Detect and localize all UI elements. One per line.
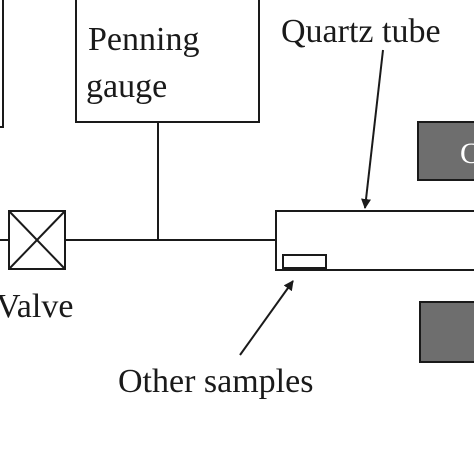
valve-icon [8, 210, 66, 270]
quartz-tube-arrow [361, 49, 384, 209]
furnace-block-bottom [419, 301, 474, 363]
furnace-glyph: C [460, 137, 474, 170]
other-samples-label: Other samples [118, 363, 313, 400]
furnace-block-top [417, 121, 474, 181]
sample-boat [282, 254, 327, 269]
penning-gauge-label-line1: Penning [88, 21, 199, 58]
quartz-tube [275, 210, 474, 271]
penning-gauge-label-line2: gauge [86, 68, 167, 105]
valve-label: Valve [0, 288, 73, 325]
left-partial-box [0, 0, 4, 128]
other-samples-arrow [239, 280, 294, 356]
penning-gauge-box [75, 0, 260, 123]
quartz-tube-label: Quartz tube [281, 13, 441, 50]
